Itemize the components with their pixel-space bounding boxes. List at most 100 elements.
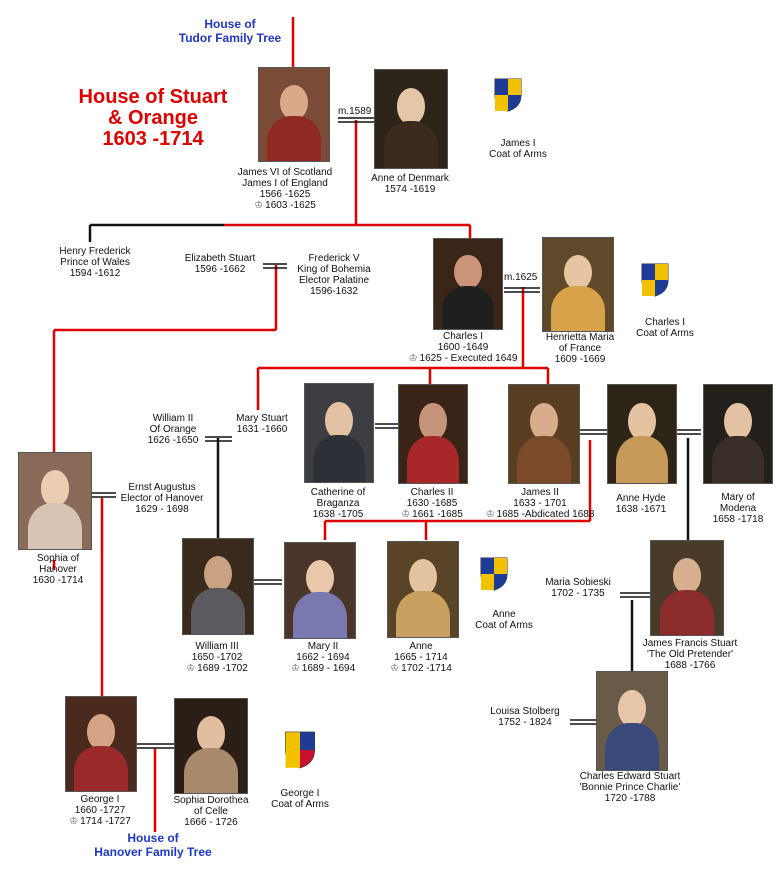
portrait-icon-mary-ii: [284, 542, 356, 639]
person-label-mary-stuart: Mary Stuart 1631 -1660: [226, 413, 298, 435]
coat-label-line: George I: [280, 788, 320, 799]
label-line: Ernst Augustus: [128, 482, 196, 493]
title-line-2: & Orange: [107, 107, 199, 129]
label-line: William II: [152, 413, 194, 424]
person-label-william-iii: William III 1650 -1702 ♔1689 -1702: [172, 641, 262, 674]
label-line: of Celle: [194, 806, 228, 817]
label-line: King of Bohemia: [297, 264, 371, 275]
coat-label-line: Coat of Arms: [271, 799, 329, 810]
label-line: Henry Frederick: [59, 246, 131, 257]
reign-text: 1689 -1702: [197, 663, 248, 674]
label-line: 1626 -1650: [147, 435, 199, 446]
label-line: Anne of Denmark: [371, 173, 449, 184]
person-label-anne-denmark: Anne of Denmark 1574 -1619: [360, 173, 460, 195]
hanover-family-tree-link[interactable]: House of Hanover Family Tree: [84, 831, 222, 859]
label-line: 1594 -1612: [69, 268, 121, 279]
portrait-icon-catherine-braganza: [304, 383, 374, 483]
person-label-sophia-hanover: Sophia of Hanover 1630 -1714: [20, 553, 96, 586]
label-line: 1660 -1727: [74, 805, 126, 816]
label-line: Braganza: [316, 498, 360, 509]
reign-text: 1625 - Executed 1649: [419, 353, 518, 364]
person-label-mary-modena: Mary of Modena 1658 -1718: [706, 492, 770, 525]
person-label-james-i: James VI of Scotland James I of England …: [225, 167, 345, 211]
coat-label-charles-i: Charles I Coat of Arms: [625, 317, 705, 339]
portrait-icon-henrietta-maria: [542, 237, 614, 332]
label-line: Charles II: [410, 487, 454, 498]
label-line: Elector Palatine: [298, 275, 370, 286]
portrait-icon-william-iii: [182, 538, 254, 635]
label-line: Hanover: [39, 564, 77, 575]
person-label-henrietta-maria: Henrietta Maria of France 1609 -1669: [530, 332, 630, 365]
label-line: Frederick V: [308, 253, 360, 264]
person-label-mary-ii: Mary II 1662 - 1694 ♔1689 - 1694: [278, 641, 368, 674]
person-label-charles-ii: Charles II 1630 -1685 ♔1661 -1685: [387, 487, 477, 520]
person-label-henry-frederick: Henry Frederick Prince of Wales 1594 -16…: [45, 246, 145, 279]
label-line: of France: [558, 343, 602, 354]
person-label-george-i: George I 1660 -1727 ♔1714 -1727: [52, 794, 148, 827]
label-line: Catherine of: [310, 487, 366, 498]
coat-label-anne: Anne Coat of Arms: [464, 609, 544, 631]
label-line: 1662 - 1694: [296, 652, 350, 663]
label-line: 1596 -1662: [194, 264, 246, 275]
portrait-icon-sophia-hanover: [18, 452, 92, 550]
label-line: Of Orange: [149, 424, 197, 435]
person-label-anne-hyde: Anne Hyde 1638 -1671: [606, 493, 676, 515]
label-line: Anne Hyde: [616, 493, 666, 504]
label-line: 1702 - 1735: [551, 588, 605, 599]
label-line: 1630 -1714: [32, 575, 84, 586]
coat-of-arms-icon-george-i: [285, 731, 315, 769]
reign-text: 1661 -1685: [412, 509, 463, 520]
crown-icon: ♔: [290, 663, 300, 674]
person-label-william-ii: William II Of Orange 1626 -1650: [128, 413, 218, 446]
crown-icon: ♔: [485, 509, 495, 520]
label-line: William III: [195, 641, 239, 652]
label-line: 1574 -1619: [384, 184, 436, 195]
label-line: 1688 -1766: [664, 660, 716, 671]
portrait-icon-james-francis: [650, 540, 724, 636]
label-line: 1658 -1718: [712, 514, 764, 525]
coat-of-arms-icon-anne: [480, 557, 508, 591]
person-label-charles-edward: Charles Edward Stuart 'Bonnie Prince Cha…: [560, 771, 700, 804]
title-line-1: House of Stuart: [78, 86, 228, 108]
coat-label-line: Coat of Arms: [636, 328, 694, 339]
person-label-louisa-stolberg: Louisa Stolberg 1752 - 1824: [482, 706, 568, 728]
label-line: James Francis Stuart: [642, 638, 738, 649]
label-line: 1665 - 1714: [394, 652, 448, 663]
label-line: Anne: [409, 641, 433, 652]
portrait-icon-sophia-dorothea: [174, 698, 248, 794]
label-line: Mary of: [721, 492, 755, 503]
coat-label-line: Charles I: [644, 317, 685, 328]
label-line: Sophia Dorothea: [173, 795, 249, 806]
crown-icon: ♔: [186, 663, 196, 674]
label-line: George I: [80, 794, 120, 805]
coat-of-arms-icon-james-i: [494, 78, 522, 112]
person-label-charles-i: Charles I 1600 -1649 ♔1625 - Executed 16…: [398, 331, 528, 364]
person-label-anne: Anne 1665 - 1714 ♔1702 -1714: [376, 641, 466, 674]
coat-label-george-i: George I Coat of Arms: [260, 788, 340, 810]
coat-of-arms-icon-charles-i: [641, 263, 669, 297]
crown-icon: ♔: [69, 816, 79, 827]
label-line: 1630 -1685: [406, 498, 458, 509]
label-line: Elector of Hanover: [120, 493, 204, 504]
marriage-bars: [90, 117, 701, 749]
label-line: Sophia of: [36, 553, 80, 564]
hanover-link-line-2: Hanover Family Tree: [94, 845, 212, 859]
reign-text: 1702 -1714: [401, 663, 452, 674]
crown-icon: ♔: [254, 200, 264, 211]
page-title: House of Stuart & Orange 1603 -1714: [73, 87, 233, 150]
person-label-maria-sobieski: Maria Sobieski 1702 - 1735: [540, 577, 616, 599]
tudor-family-tree-link[interactable]: House of Tudor Family Tree: [178, 17, 282, 45]
person-label-james-francis: James Francis Stuart 'The Old Pretender'…: [628, 638, 752, 671]
portrait-icon-anne-denmark: [374, 69, 448, 169]
label-line: 1629 - 1698: [135, 504, 189, 515]
label-line: 1600 -1649: [437, 342, 489, 353]
label-line: 1650 -1702: [191, 652, 243, 663]
portrait-icon-anne-hyde: [607, 384, 677, 484]
descent-lines: [52, 17, 592, 832]
label-line: Modena: [719, 503, 757, 514]
coat-label-line: Anne: [492, 609, 516, 620]
other-lines: [88, 223, 690, 672]
coat-label-line: Coat of Arms: [475, 620, 533, 631]
reign-text: 1689 - 1694: [301, 663, 356, 674]
coat-label-james-i: James I Coat of Arms: [478, 138, 558, 160]
